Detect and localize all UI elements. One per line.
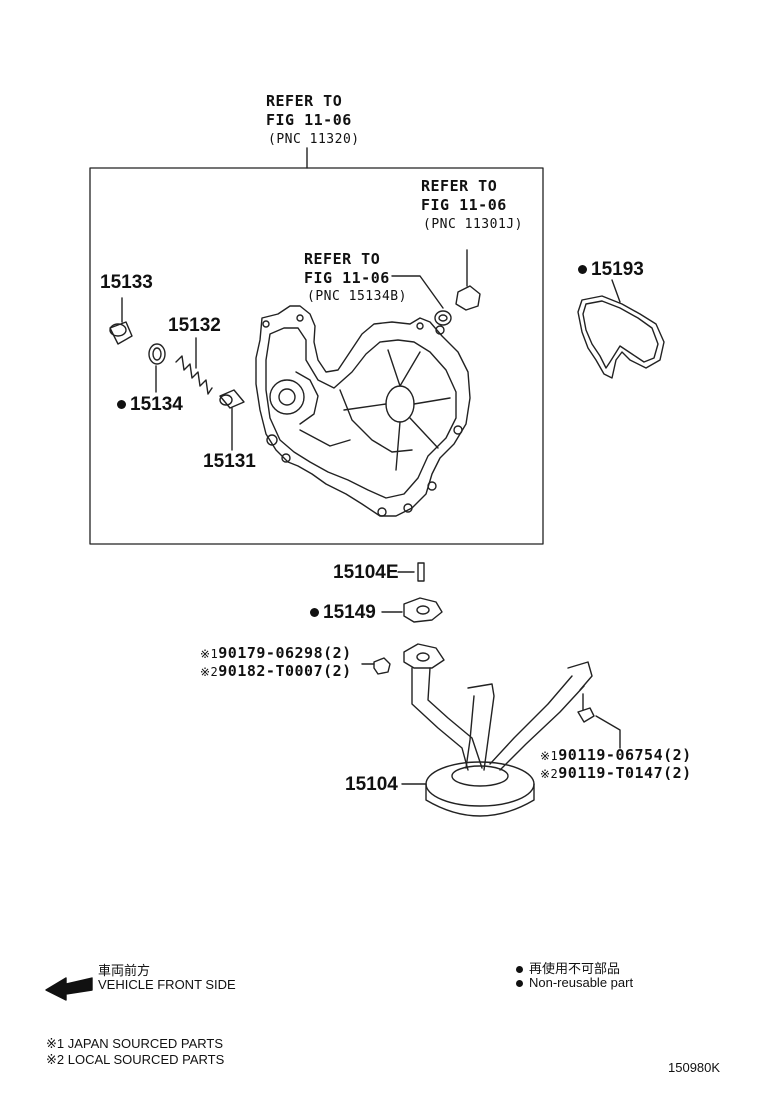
part-label-15134: 15134 [117,394,183,416]
direction-en: VEHICLE FRONT SIDE [98,977,236,992]
bolt-label-1: ※190119-06754(2) [540,746,692,766]
part-label-15193: 15193 [578,259,644,281]
part-15193-drawing [577,279,665,379]
part-nut-drawing [361,657,391,675]
legend-jp: 再使用不可部品 [516,958,620,977]
ref-top-line1: REFER TO [266,92,343,110]
ref-plug-line1: REFER TO [421,177,498,195]
nut-mark-1: ※1 [200,647,219,661]
assembly-frame [89,167,544,545]
front-arrow-icon [45,977,93,1001]
bolt-number-2: 90119-T0147(2) [558,764,692,782]
bolt-mark-1: ※1 [540,749,559,763]
part-label-15149: 15149 [310,602,376,624]
ref-seal-line1: REFER TO [304,250,381,268]
direction-jp: 車両前方 [98,963,151,978]
non-reusable-dot [516,966,523,974]
part-15134-number: 15134 [130,394,183,415]
ref-plug-line2: FIG 11-06 [421,196,507,214]
part-15104E-drawing [397,562,425,582]
non-reusable-dot [117,400,126,410]
diagram-id: 150980K [668,1060,721,1075]
part-11301J-drawing [455,249,481,311]
bolt-mark-2: ※2 [540,767,559,781]
non-reusable-dot [310,608,319,618]
non-reusable-dot [578,265,587,275]
part-15149-drawing [381,597,443,623]
legend-en: Non-reusable part [516,975,633,990]
footnote-1: ※1 JAPAN SOURCED PARTS [46,1036,224,1051]
oil-pump-cover-drawing [255,305,471,517]
ref-top-line3: (PNC 11320) [268,132,360,147]
part-label-15133: 15133 [100,272,153,293]
part-15134-drawing [148,343,166,393]
part-15149-number: 15149 [323,602,376,623]
part-15104-drawing [401,643,593,817]
legend-en-text: Non-reusable part [529,975,634,990]
footnote-2: ※2 LOCAL SOURCED PARTS [46,1052,225,1067]
bolt-number-1: 90119-06754(2) [558,746,692,764]
part-15193-number: 15193 [591,259,644,280]
ref-top-line2: FIG 11-06 [266,111,352,129]
ref-seal-line2: FIG 11-06 [304,269,390,287]
part-label-15104: 15104 [345,774,398,795]
part-15132-drawing [175,337,213,395]
nut-mark-2: ※2 [200,665,219,679]
part-label-15131: 15131 [203,451,256,472]
ref-seal-line3: (PNC 15134B) [307,289,407,304]
non-reusable-dot [516,980,523,988]
part-15133-drawing [109,297,133,345]
nut-number-1: 90179-06298(2) [218,644,352,662]
part-15134B-drawing [391,275,452,326]
part-bolt-drawing [577,693,621,749]
bolt-label-2: ※290119-T0147(2) [540,764,692,784]
part-label-15104E: 15104E [333,562,399,583]
nut-label-1: ※190179-06298(2) [200,644,352,664]
part-15131-drawing [219,389,245,451]
legend-jp-text: 再使用不可部品 [529,961,621,976]
part-label-15132: 15132 [168,315,221,336]
ref-plug-line3: (PNC 11301J) [423,217,523,232]
nut-label-2: ※290182-T0007(2) [200,662,352,682]
nut-number-2: 90182-T0007(2) [218,662,352,680]
